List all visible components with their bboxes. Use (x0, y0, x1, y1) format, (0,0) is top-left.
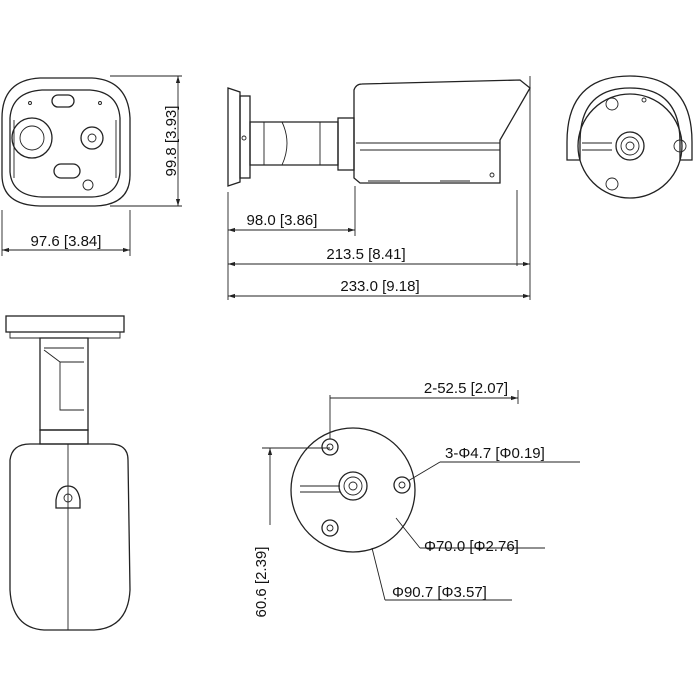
front-view-dimensions (1, 75, 182, 256)
body-length-label: 213.5 [8.41] (326, 246, 405, 263)
hole-diameter-label: 3-Φ4.7 [Φ0.19] (445, 445, 545, 462)
rear-view (566, 75, 693, 199)
total-length-label: 233.0 [9.18] (340, 278, 419, 295)
bottom-view (5, 315, 131, 631)
side-view (227, 79, 531, 187)
front-view (1, 77, 131, 207)
base-height-label: 60.6 [2.39] (253, 547, 270, 618)
hole-spacing-label: 2-52.5 [2.07] (424, 380, 508, 397)
mount-base-view (290, 427, 416, 553)
inner-diameter-label: Φ70.0 [Φ2.76] (424, 538, 519, 555)
mount-depth-label: 98.0 [3.86] (247, 212, 318, 229)
base-diameter-label: Φ90.7 [Φ3.57] (392, 584, 487, 601)
side-view-dimensions (227, 76, 531, 300)
mount-base-dimensions (262, 390, 580, 601)
front-height-label: 99.8 [3.93] (163, 106, 180, 177)
front-width-label: 97.6 [3.84] (31, 233, 102, 250)
